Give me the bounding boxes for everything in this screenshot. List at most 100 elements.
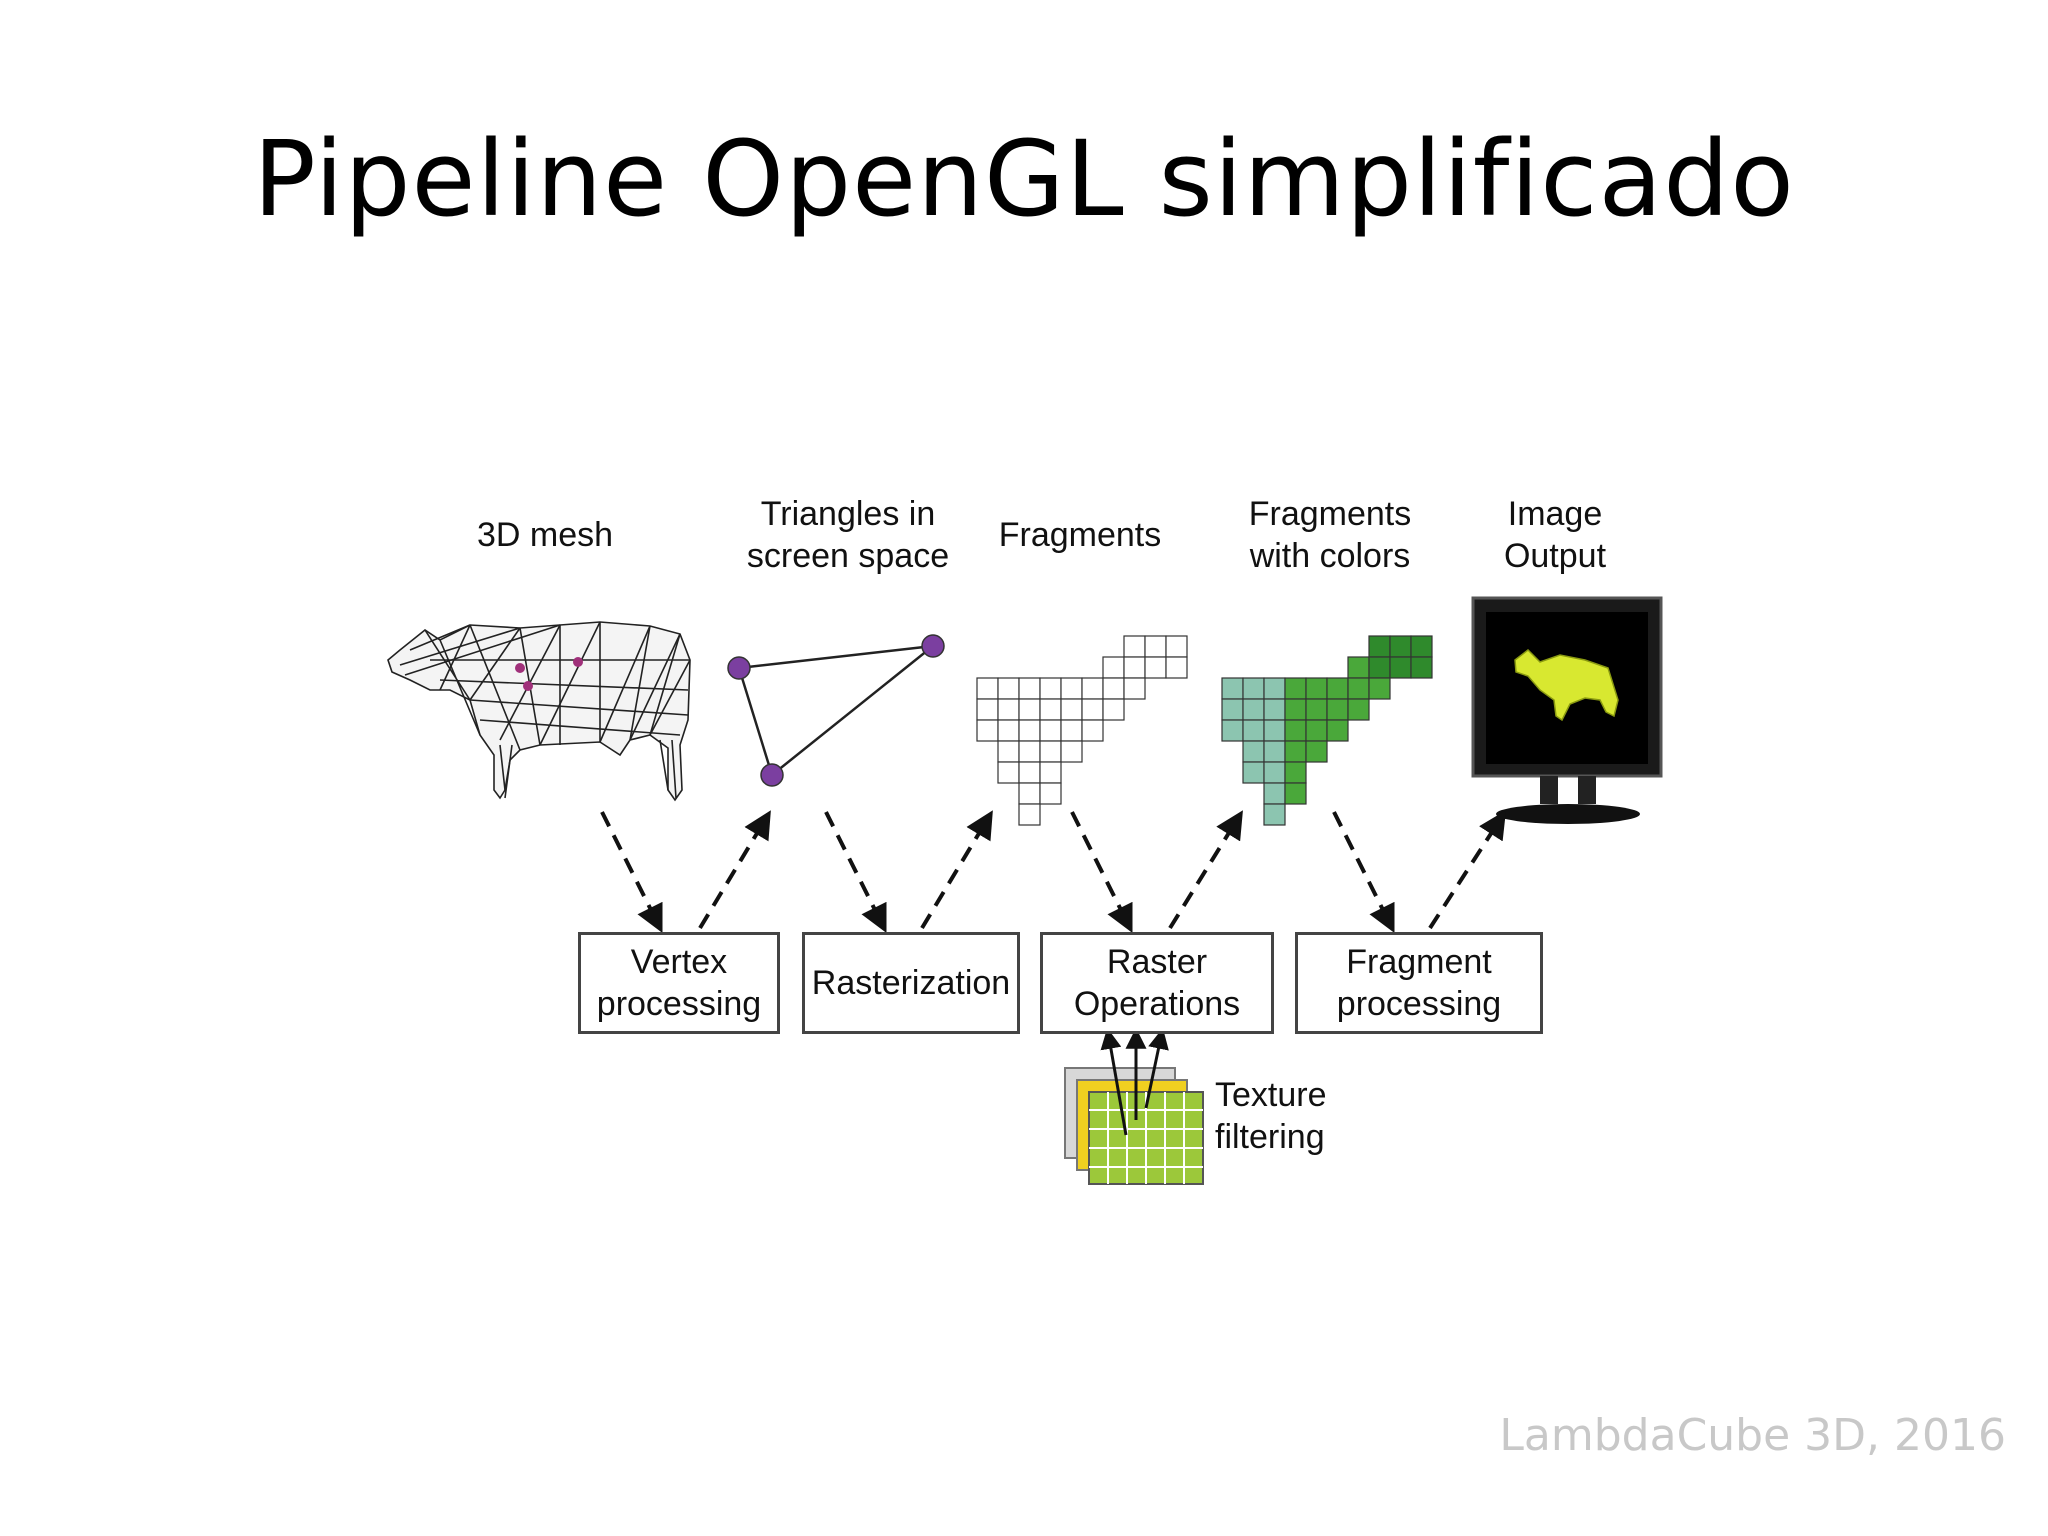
- fragment-cell: [1284, 782, 1307, 805]
- arrow-fragments-to-rop: [1070, 811, 1133, 934]
- fragment-cell: [1102, 677, 1125, 700]
- fragment-cell: [1242, 761, 1265, 784]
- stage-label-fragments-with-colors: Fragments with colors: [1248, 495, 1412, 575]
- stage-label-triangles: Triangles in screen space: [746, 495, 950, 575]
- fragment-cell: [1389, 656, 1412, 679]
- slide-title: Pipeline OpenGL simplificado: [253, 118, 1795, 240]
- fragment-cell: [997, 761, 1020, 784]
- fragment-cell: [1165, 656, 1188, 679]
- triangle-vertex-dot: [760, 763, 784, 787]
- fragment-cell: [1221, 719, 1244, 742]
- fragment-cell: [997, 698, 1020, 721]
- fragment-cell: [1018, 677, 1041, 700]
- monitor-illustration: [1471, 596, 1663, 824]
- arrow-mesh-to-vertex: [600, 811, 663, 934]
- fragment-cell: [1018, 803, 1041, 826]
- fragment-cell: [1039, 719, 1062, 742]
- fragment-cell: [1284, 698, 1307, 721]
- fragment-cell: [1242, 740, 1265, 763]
- fragment-cell: [1305, 719, 1328, 742]
- fragment-cell: [1242, 677, 1265, 700]
- fragment-cell: [1326, 677, 1349, 700]
- fragment-cell: [1263, 677, 1286, 700]
- texture-stack: [1064, 1027, 1204, 1185]
- fragment-cell: [1347, 677, 1370, 700]
- mesh-vertex-dot: [523, 681, 533, 691]
- fragment-cell: [976, 719, 999, 742]
- fragment-cell: [976, 698, 999, 721]
- fragment-cell: [997, 677, 1020, 700]
- fragment-cell: [1060, 719, 1083, 742]
- fragment-cell: [1284, 740, 1307, 763]
- fragment-cell: [1305, 740, 1328, 763]
- arrow-vertex-to-triangles: [698, 810, 771, 930]
- cow-mesh-illustration: [387, 621, 691, 802]
- fragment-cell: [1284, 719, 1307, 742]
- fragments-grid: [976, 635, 1188, 826]
- screen-triangle: [727, 634, 945, 787]
- texture-arrow: [1100, 1027, 1128, 1136]
- fragment-cell: [1242, 719, 1265, 742]
- triangle-vertex-dot: [727, 656, 751, 680]
- fragment-cell: [1410, 656, 1433, 679]
- fragment-cell: [1018, 740, 1041, 763]
- fragment-processing-box: Fragment processing: [1295, 932, 1543, 1034]
- mesh-vertex-dot: [573, 657, 583, 667]
- fragment-cell: [1284, 677, 1307, 700]
- fragment-cell: [1165, 635, 1188, 658]
- arrow-raster-to-fragments: [920, 810, 993, 930]
- fragment-cell: [1221, 677, 1244, 700]
- fragment-cell: [1060, 740, 1083, 763]
- fragment-cell: [1263, 782, 1286, 805]
- fragment-cell: [1326, 719, 1349, 742]
- fragment-cell: [1263, 740, 1286, 763]
- fragment-cell: [976, 677, 999, 700]
- fragment-cell: [1102, 698, 1125, 721]
- fragment-cell: [1039, 761, 1062, 784]
- fragment-cell: [1263, 698, 1286, 721]
- fragment-cell: [1018, 761, 1041, 784]
- fragment-cell: [1018, 782, 1041, 805]
- fragment-cell: [997, 740, 1020, 763]
- vertex-processing-box: Vertex processing: [578, 932, 780, 1034]
- raster-operations-box: Raster Operations: [1040, 932, 1274, 1034]
- fragment-cell: [997, 719, 1020, 742]
- fragment-cell: [1123, 635, 1146, 658]
- texture-arrow: [1144, 1027, 1169, 1109]
- colored-fragments-grid: [1221, 635, 1433, 826]
- fragment-cell: [1389, 635, 1412, 658]
- arrow-colored-to-fragproc: [1332, 811, 1395, 934]
- fragment-cell: [1081, 677, 1104, 700]
- triangle-vertex-dot: [921, 634, 945, 658]
- fragment-cell: [1144, 635, 1167, 658]
- fragment-cell: [1081, 698, 1104, 721]
- fragment-cell: [1221, 698, 1244, 721]
- fragment-cell: [1410, 635, 1433, 658]
- fragment-cell: [1305, 677, 1328, 700]
- output-cow-image: [1514, 649, 1619, 722]
- arrow-rop-to-colored: [1168, 810, 1243, 930]
- fragment-cell: [1144, 656, 1167, 679]
- fragment-cell: [1081, 719, 1104, 742]
- rasterization-box: Rasterization: [802, 932, 1020, 1034]
- fragment-cell: [1347, 656, 1370, 679]
- fragment-cell: [1102, 656, 1125, 679]
- fragment-cell: [1039, 677, 1062, 700]
- stage-label-3d-mesh: 3D mesh: [476, 516, 614, 554]
- fragment-cell: [1018, 719, 1041, 742]
- fragment-cell: [1039, 740, 1062, 763]
- arrow-triangles-to-raster: [824, 811, 887, 934]
- arrow-fragproc-to-output: [1428, 810, 1507, 930]
- fragment-cell: [1347, 698, 1370, 721]
- mesh-vertex-dot: [515, 663, 525, 673]
- fragment-cell: [1368, 656, 1391, 679]
- fragment-cell: [1263, 719, 1286, 742]
- fragment-cell: [1305, 698, 1328, 721]
- fragment-cell: [1123, 656, 1146, 679]
- fragment-cell: [1039, 782, 1062, 805]
- fragment-cell: [1284, 761, 1307, 784]
- fragment-cell: [1060, 698, 1083, 721]
- fragment-cell: [1039, 698, 1062, 721]
- fragment-cell: [1263, 803, 1286, 826]
